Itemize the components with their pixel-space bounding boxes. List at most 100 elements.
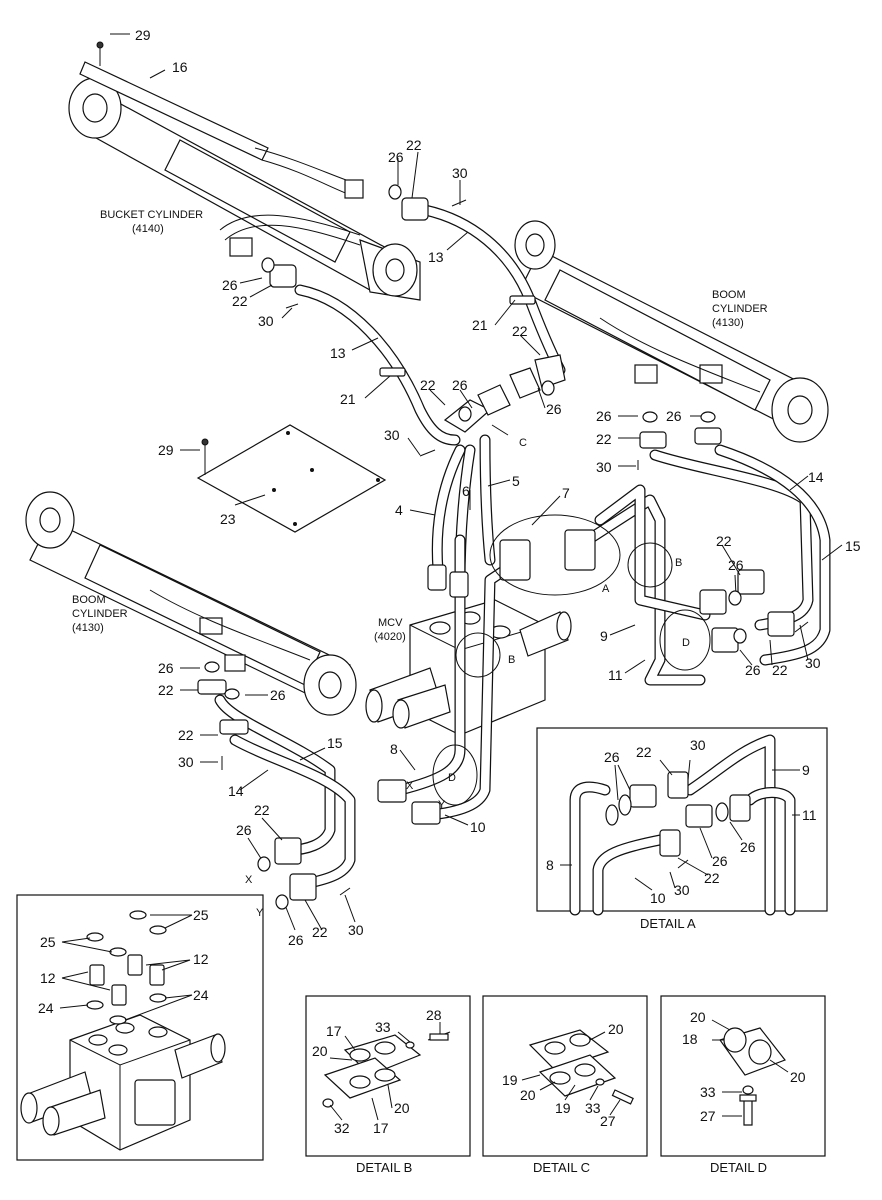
callout-26: 26 bbox=[158, 660, 174, 676]
mcv-block bbox=[365, 599, 572, 736]
detail-b-panel bbox=[305, 995, 471, 1157]
callout-5: 5 bbox=[512, 473, 520, 489]
callout-22: 22 bbox=[596, 431, 612, 447]
circle-b-label-2: B bbox=[508, 654, 515, 666]
detail-d-callout-27: 27 bbox=[700, 1108, 716, 1124]
callout-30: 30 bbox=[258, 313, 274, 329]
callout-text: 29 16 22 26 30 13 26 22 30 13 21 22 21 2… bbox=[135, 27, 861, 948]
detail-b-callout-33: 33 bbox=[375, 1019, 391, 1035]
callout-26: 26 bbox=[546, 401, 562, 417]
callout-26: 26 bbox=[288, 932, 304, 948]
valve-callout-25a: 25 bbox=[193, 907, 209, 923]
port-x-label: X bbox=[406, 780, 414, 792]
detail-c-callout-33: 33 bbox=[585, 1100, 601, 1116]
callout-26: 26 bbox=[452, 377, 468, 393]
circle-d-label: D bbox=[682, 637, 690, 649]
circle-b-label: B bbox=[675, 557, 682, 569]
detail-b-callout-17a: 17 bbox=[326, 1023, 342, 1039]
callout-26: 26 bbox=[728, 557, 744, 573]
detail-b-callout-20b: 20 bbox=[394, 1100, 410, 1116]
detail-d-panel bbox=[660, 995, 826, 1157]
detail-a-callout-30: 30 bbox=[690, 737, 706, 753]
boom-cylinder-right-drawing bbox=[514, 220, 829, 443]
port-x-label-left: X bbox=[245, 874, 253, 886]
detail-b-callout-17b: 17 bbox=[373, 1120, 389, 1136]
detail-a-callout-8: 8 bbox=[546, 857, 554, 873]
bucket-cylinder-code: (4140) bbox=[132, 223, 164, 235]
detail-a-title: DETAIL A bbox=[640, 916, 696, 931]
boom-cylinder-left-code: (4130) bbox=[72, 622, 104, 634]
detail-b-callout-20a: 20 bbox=[312, 1043, 328, 1059]
boom-cylinder-left-label: BOOM bbox=[72, 594, 106, 606]
valve-callout-25b: 25 bbox=[40, 934, 56, 950]
callout-26: 26 bbox=[222, 277, 238, 293]
detail-callouts: 26 22 30 9 11 26 26 22 30 8 10 DETAIL A … bbox=[38, 737, 817, 1175]
detail-circles bbox=[432, 514, 711, 806]
callout-29: 29 bbox=[135, 27, 151, 43]
hose-lines bbox=[214, 204, 831, 891]
bucket-cylinder-drawing bbox=[68, 41, 421, 301]
callout-30: 30 bbox=[805, 655, 821, 671]
callout-7: 7 bbox=[562, 485, 570, 501]
callout-16: 16 bbox=[172, 59, 188, 75]
callout-15: 15 bbox=[327, 735, 343, 751]
boom-cylinder-right-label-2: CYLINDER bbox=[712, 303, 768, 315]
callout-30: 30 bbox=[452, 165, 468, 181]
port-y-label-left: Y bbox=[256, 907, 264, 919]
callout-30: 30 bbox=[596, 459, 612, 475]
callout-26: 26 bbox=[745, 662, 761, 678]
detail-d-callout-33: 33 bbox=[700, 1084, 716, 1100]
detail-a-panel bbox=[536, 727, 828, 916]
callout-14: 14 bbox=[228, 783, 244, 799]
detail-c-callout-19b: 19 bbox=[555, 1100, 571, 1116]
circle-d-label-2: D bbox=[448, 772, 456, 784]
mcv-port-detail-panel bbox=[16, 894, 264, 1161]
callout-26: 26 bbox=[236, 822, 252, 838]
callout-30: 30 bbox=[178, 754, 194, 770]
detail-a-callout-11: 11 bbox=[802, 807, 817, 823]
callout-14: 14 bbox=[808, 469, 824, 485]
callout-30: 30 bbox=[348, 922, 364, 938]
callout-10: 10 bbox=[470, 819, 486, 835]
detail-a-callout-26b: 26 bbox=[740, 839, 756, 855]
detail-b-title: DETAIL B bbox=[356, 1160, 412, 1175]
mcv-code: (4020) bbox=[374, 631, 406, 643]
flanges-and-fittings bbox=[197, 197, 795, 901]
detail-a-callout-30b: 30 bbox=[674, 882, 690, 898]
boom-cylinder-right-code: (4130) bbox=[712, 317, 744, 329]
detail-a-callout-9: 9 bbox=[802, 762, 810, 778]
detail-c-callout-20b: 20 bbox=[520, 1087, 536, 1103]
small-fittings bbox=[204, 184, 809, 910]
callout-26: 26 bbox=[270, 687, 286, 703]
leader-lines bbox=[110, 33, 843, 931]
detail-b-callout-28: 28 bbox=[426, 1007, 442, 1023]
callout-13: 13 bbox=[330, 345, 346, 361]
callout-11: 11 bbox=[608, 667, 623, 683]
detail-a-callout-26: 26 bbox=[604, 749, 620, 765]
callout-4: 4 bbox=[395, 502, 403, 518]
valve-callout-12b: 12 bbox=[40, 970, 56, 986]
callout-23: 23 bbox=[220, 511, 236, 527]
valve-callout-12a: 12 bbox=[193, 951, 209, 967]
callout-21: 21 bbox=[340, 391, 356, 407]
detail-c-callout-19a: 19 bbox=[502, 1072, 518, 1088]
detail-d-title: DETAIL D bbox=[710, 1160, 767, 1175]
detail-c-callout-27: 27 bbox=[600, 1113, 616, 1129]
detail-b-callout-32: 32 bbox=[334, 1120, 350, 1136]
boom-cylinder-left-label-2: CYLINDER bbox=[72, 608, 128, 620]
callout-26: 26 bbox=[666, 408, 682, 424]
callout-22: 22 bbox=[772, 662, 788, 678]
detail-a-callout-10: 10 bbox=[650, 890, 666, 906]
callout-21: 21 bbox=[472, 317, 488, 333]
component-labels: BUCKET CYLINDER (4140) BOOM CYLINDER (41… bbox=[72, 209, 768, 919]
detail-d-callout-20b: 20 bbox=[790, 1069, 806, 1085]
detail-a-callout-26c: 26 bbox=[712, 853, 728, 869]
valve-callout-24b: 24 bbox=[193, 987, 209, 1003]
circle-a-label: A bbox=[602, 583, 610, 595]
callout-22: 22 bbox=[312, 924, 328, 940]
callout-22: 22 bbox=[254, 802, 270, 818]
callout-8: 8 bbox=[390, 741, 398, 757]
callout-30: 30 bbox=[384, 427, 400, 443]
detail-d-callout-20a: 20 bbox=[690, 1009, 706, 1025]
